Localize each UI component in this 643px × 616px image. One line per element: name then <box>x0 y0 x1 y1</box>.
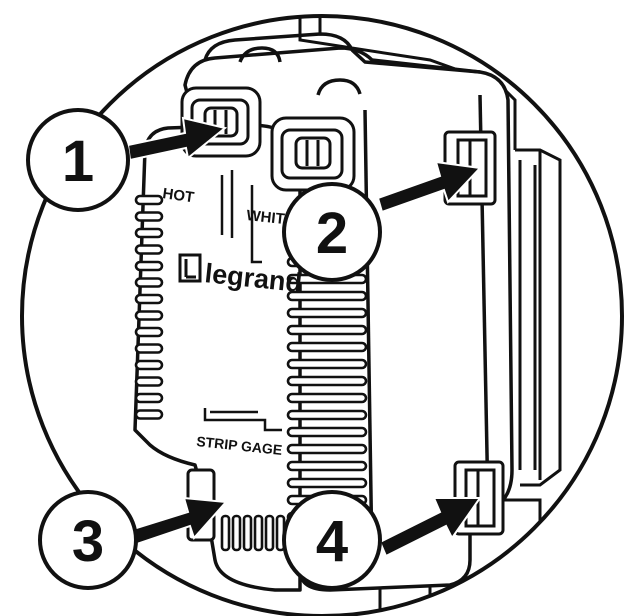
strip-gage-mark <box>203 408 282 432</box>
vent-slot <box>286 443 368 455</box>
callout-1-number: 1 <box>62 129 94 194</box>
vent-slot <box>286 307 368 319</box>
vent-slot <box>286 409 368 421</box>
comb-slot <box>242 514 253 552</box>
vent-slot <box>286 392 368 404</box>
vent-slot <box>286 341 368 353</box>
vent-slot <box>134 211 164 222</box>
callout-2: 2 <box>282 182 382 282</box>
vent-slot <box>286 426 368 438</box>
vent-slot <box>134 326 164 338</box>
arrow-1 <box>126 116 228 162</box>
arrow-3 <box>128 496 229 547</box>
callout-3: 3 <box>38 490 138 590</box>
vent-slots-right <box>286 256 368 540</box>
vent-slots-left <box>134 194 164 420</box>
vent-slot <box>134 376 164 387</box>
vent-slot <box>134 227 164 239</box>
vent-slot <box>134 277 164 288</box>
vent-slot <box>286 375 368 387</box>
arrow-2 <box>376 160 483 214</box>
vent-slot <box>286 324 368 336</box>
hot-terminal-label: HOT <box>161 185 195 206</box>
wire-guides <box>220 170 262 264</box>
vent-slot <box>134 194 164 206</box>
vent-slot <box>134 260 164 272</box>
callout-3-number: 3 <box>72 509 104 574</box>
terminal-screw-white <box>270 116 356 192</box>
vent-slot <box>134 244 164 255</box>
callout-4: 4 <box>282 490 382 590</box>
vent-slot <box>134 293 164 305</box>
device-front-face <box>133 123 302 592</box>
vent-slot <box>134 359 164 371</box>
comb-slot <box>231 514 242 552</box>
callout-2-number: 2 <box>316 201 348 266</box>
vent-slot <box>134 409 164 420</box>
callout-1: 1 <box>26 108 130 212</box>
vent-slot <box>286 358 368 370</box>
comb-slot <box>253 514 264 552</box>
vent-slot <box>134 392 164 404</box>
comb-slot <box>264 514 275 552</box>
vent-slot <box>286 460 368 472</box>
vent-slot <box>134 343 164 354</box>
arrow-4 <box>378 497 482 558</box>
comb-slot <box>220 514 231 552</box>
vent-slot <box>134 310 164 321</box>
vent-slot <box>286 477 368 489</box>
vent-slot <box>286 290 368 302</box>
callout-4-number: 4 <box>316 509 348 574</box>
